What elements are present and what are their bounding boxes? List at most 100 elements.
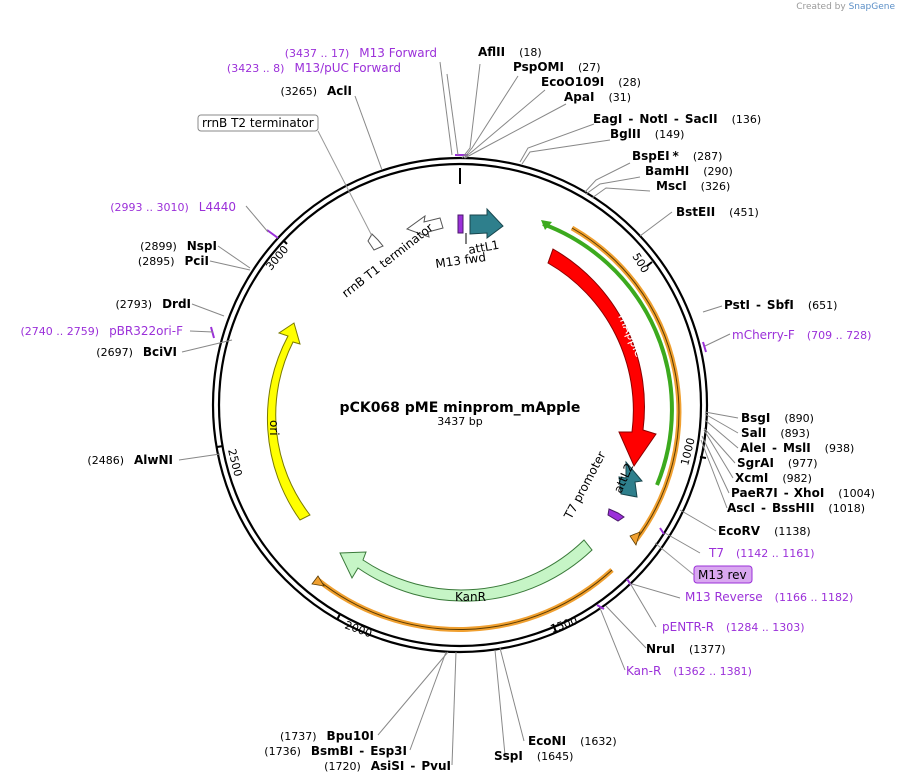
t7-range: (1142 .. 1161)	[736, 547, 815, 560]
bpu10i-pos: (1737)	[280, 730, 317, 743]
m13-reverse-name: M13 Reverse	[685, 590, 763, 604]
m13-reverse-range: (1166 .. 1182)	[775, 591, 854, 604]
mcherry-range: (709 .. 728)	[807, 329, 872, 342]
drdi-name: DrdI	[162, 297, 191, 311]
snapgene-brand: SnapGene	[848, 2, 895, 12]
enzyme-bsmbi: (1736)BsmBI-Esp3I	[264, 744, 407, 758]
aflii-name: AflII	[478, 45, 505, 59]
enzyme-psti: PstI-SbfI(651)	[724, 298, 837, 312]
alei-pos: (938)	[825, 442, 855, 455]
bamhi-pos: (290)	[703, 165, 733, 178]
sgrai-name: SgrAI	[737, 456, 774, 470]
primer-pentr-r: pENTR-R(1284 .. 1303)	[662, 620, 805, 634]
asisi-pos: (1720)	[324, 760, 361, 773]
tick-1500: 1500	[549, 614, 580, 636]
enzyme-bamhi: BamHI (290)	[645, 164, 733, 178]
acli-name: AclI	[327, 84, 352, 98]
rrnb-t2-leader	[317, 130, 373, 237]
enzyme-acli: (3265) AclI	[280, 84, 352, 98]
m13fwd-label: M13 fwd	[434, 250, 486, 271]
apai-pos: (31)	[608, 91, 631, 104]
m13-forward-range: (3437 .. 17)	[285, 47, 350, 60]
ori-label: ori	[267, 420, 281, 436]
enzyme-drdi: (2793)DrdI	[115, 297, 191, 311]
nrui-pos: (1377)	[689, 643, 726, 656]
bsgi-name: BsgI	[741, 411, 770, 425]
attl1-label: attL1	[467, 238, 500, 257]
paer7i-pos: (1004)	[838, 487, 875, 500]
bcivi-name: BciVI	[143, 345, 177, 359]
leader-lines	[178, 61, 739, 766]
paer7i-name: PaeR7I	[731, 486, 778, 500]
pspomi-name: PspOMI	[513, 60, 564, 74]
sspi-pos: (1645)	[537, 750, 574, 763]
nrui-name: NruI	[646, 642, 675, 656]
pcii-pos: (2895)	[138, 255, 175, 268]
mapple-feature	[547, 248, 657, 468]
eco0109i-pos: (28)	[618, 76, 641, 89]
primer-mcherry-f: mCherry-F(709 .. 728)	[732, 328, 871, 342]
enzyme-bcivi: (2697)BciVI	[96, 345, 177, 359]
credit-prefix: Created by	[796, 2, 846, 12]
plasmid-length: 3437 bp	[437, 415, 482, 428]
primer-m13-forward: (3437 .. 17)M13 Forward	[285, 46, 437, 60]
alei-sep1: -	[772, 441, 777, 455]
enzyme-asisi: (1720) AsiSI-PvuI	[324, 759, 451, 773]
asci-pos: (1018)	[828, 502, 865, 515]
alwni-pos: (2486)	[87, 454, 124, 467]
pbr322-range: (2740 .. 2759)	[21, 325, 100, 338]
bglii-pos: (149)	[655, 128, 685, 141]
econi-name: EcoNI	[528, 734, 566, 748]
bspei-name: BspEI	[632, 149, 670, 163]
kanr-primer-range: (1362 .. 1381)	[673, 665, 752, 678]
t7-promoter-label: T7 promoter	[561, 449, 609, 522]
xcmi-pos: (982)	[782, 472, 812, 485]
m13rev-label: M13 rev	[698, 568, 747, 582]
enzyme-pspomi: PspOMI (27)	[513, 60, 601, 74]
nspi-pos: (2899)	[140, 240, 177, 253]
primer-pbr322: (2740 .. 2759) pBR322ori-F	[21, 324, 184, 338]
sali-name: SalI	[741, 426, 766, 440]
sali-pos: (893)	[780, 427, 810, 440]
eagi-pos: (136)	[732, 113, 762, 126]
orange-arrowhead-bottom	[311, 575, 325, 587]
pspomi-pos: (27)	[578, 61, 601, 74]
alei-name: AleI	[740, 441, 766, 455]
enzyme-nspi: (2899)NspI	[140, 239, 217, 253]
asisi-sep1: -	[410, 759, 415, 773]
pentr-name: pENTR-R	[662, 620, 714, 634]
enzyme-labels-left: (1737)Bpu10I (1736)BsmBI-Esp3I (1720)Asi…	[87, 84, 451, 773]
acli-pos: (3265)	[280, 85, 317, 98]
eco0109i-name: EcoO109I	[541, 75, 604, 89]
t7-promoter-feature	[607, 508, 625, 522]
enzyme-bsgi: BsgI (890)	[741, 411, 814, 425]
m13puc-name: M13/pUC Forward	[294, 61, 401, 75]
tick-3000: 3000	[263, 243, 291, 273]
pbr322-name: pBR322ori-F	[109, 324, 183, 338]
kanr-primer-name: Kan-R	[626, 664, 661, 678]
paer7i-sep1: -	[784, 486, 789, 500]
asci-name: AscI	[727, 501, 755, 515]
enzyme-labels: AflII(18) PspOMI(27) EcoO109I(28) ApaI(3…	[478, 45, 875, 763]
enzyme-sgrai: SgrAI(977)	[737, 456, 818, 470]
enzyme-eagi: EagI-NotI-SacII(136)	[593, 112, 761, 126]
green-arc	[542, 222, 674, 486]
rrnb-t1-label: rrnB T1 terminator	[339, 221, 436, 301]
enzyme-bglii: BglII(149)	[610, 127, 684, 141]
bsmbi-name: BsmBI	[311, 744, 353, 758]
plasmid-name: pCK068 pME minprom_mApple	[340, 400, 581, 416]
msli-name: MslI	[783, 441, 811, 455]
bsgi-pos: (890)	[784, 412, 814, 425]
pcii-name: PciI	[185, 254, 210, 268]
psti-sep1: -	[756, 298, 761, 312]
t7-name: T7	[708, 546, 724, 560]
sacii-name: SacII	[685, 112, 718, 126]
ecorv-pos: (1138)	[774, 525, 811, 538]
bamhi-name: BamHI	[645, 164, 689, 178]
bspei-star: *	[673, 149, 680, 163]
rrnb-t1-small	[367, 233, 384, 251]
enzyme-asci: AscI-BssHII(1018)	[727, 501, 865, 515]
asisi-name: AsiSI	[371, 759, 405, 773]
pvui-name: PvuI	[421, 759, 451, 773]
